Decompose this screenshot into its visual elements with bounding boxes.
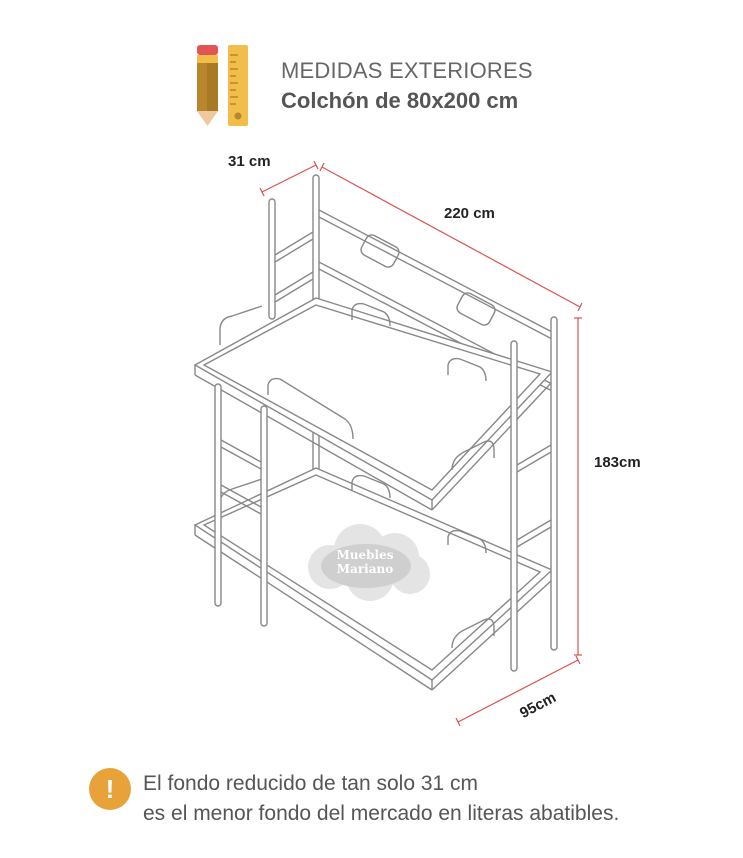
note-line2: es el menor fondo del mercado en literas… bbox=[143, 802, 620, 825]
height-label: 183cm bbox=[594, 454, 641, 471]
pencil-ruler-icon bbox=[197, 45, 248, 126]
front-frame bbox=[214, 316, 558, 672]
dimension-lines bbox=[259, 160, 583, 727]
watermark-line2: Mariano bbox=[336, 562, 394, 576]
header-subtitle: MEDIDAS EXTERIORES bbox=[281, 58, 533, 83]
watermark-text: Muebles Mariano bbox=[330, 548, 400, 576]
upper-bed bbox=[193, 297, 554, 511]
depth-label: 31 cm bbox=[228, 153, 271, 170]
note-line1: El fondo reducido de tan solo 31 cm bbox=[143, 772, 479, 795]
watermark-line1: Muebles bbox=[336, 548, 394, 562]
length-label: 220 cm bbox=[444, 205, 495, 222]
exclamation-icon: ! bbox=[89, 768, 131, 810]
header-title: Colchón de 80x200 cm bbox=[281, 88, 519, 113]
watermark-logo bbox=[300, 522, 434, 602]
